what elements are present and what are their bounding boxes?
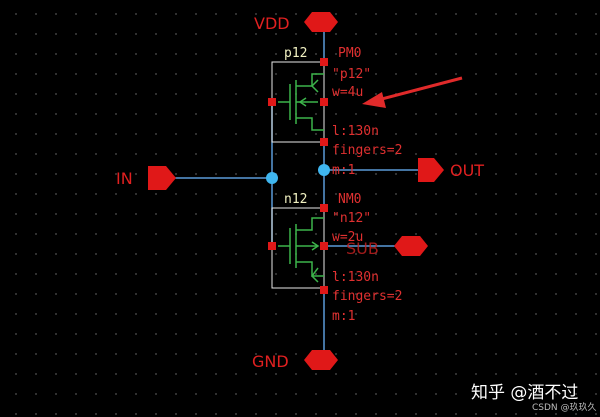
pmos-multiplier: m:1 bbox=[332, 163, 355, 178]
annotation-arrow bbox=[362, 76, 463, 108]
pmos-instance-name: PM0 bbox=[338, 46, 361, 61]
pmos-length: l:130n bbox=[332, 124, 379, 139]
pmos-width: w=4u bbox=[332, 85, 363, 100]
watermark-zhihu: 知乎 @酒不过 bbox=[471, 383, 579, 403]
nmos-length: l:130n bbox=[332, 270, 379, 285]
nmos-width: w=2u bbox=[332, 230, 363, 245]
pmos-fingers: fingers=2 bbox=[332, 143, 402, 158]
in-pin-label: IN bbox=[116, 169, 133, 188]
pmos-bulk-terminal bbox=[320, 98, 328, 106]
pmos-gate-terminal bbox=[268, 98, 276, 106]
watermark-csdn: CSDN @玖玖久 bbox=[532, 403, 597, 413]
sub-pin-label: SUB bbox=[346, 239, 379, 258]
nmos-gate-terminal bbox=[268, 242, 276, 250]
nmos-fingers: fingers=2 bbox=[332, 289, 402, 304]
gnd-pin-icon[interactable] bbox=[304, 350, 338, 370]
nmos-instance-name: NM0 bbox=[338, 192, 361, 207]
out-pin-icon[interactable] bbox=[418, 158, 444, 182]
nmos-bulk-terminal bbox=[320, 242, 328, 250]
nmos-device[interactable] bbox=[268, 204, 328, 294]
junction-in[interactable] bbox=[266, 172, 278, 184]
nmos-drain-terminal bbox=[320, 204, 328, 212]
nmos-multiplier: m:1 bbox=[332, 309, 355, 324]
junction-out[interactable] bbox=[318, 164, 330, 176]
pmos-model-label: p12 bbox=[284, 46, 307, 61]
pmos-source-terminal bbox=[320, 58, 328, 66]
gnd-pin-label: GND bbox=[252, 352, 289, 371]
vdd-pin-icon[interactable] bbox=[304, 12, 338, 32]
pmos-drain-terminal bbox=[320, 138, 328, 146]
out-pin-label: OUT bbox=[450, 161, 484, 180]
nmos-model-label: n12 bbox=[284, 192, 307, 207]
in-pin-icon[interactable] bbox=[148, 166, 176, 190]
sub-pin-icon[interactable] bbox=[394, 236, 428, 256]
vdd-pin-label: VDD bbox=[254, 14, 290, 33]
nmos-model-name: "n12" bbox=[332, 211, 371, 226]
pmos-model-name: "p12" bbox=[332, 67, 371, 82]
nmos-source-terminal bbox=[320, 286, 328, 294]
pmos-device[interactable] bbox=[268, 58, 328, 146]
